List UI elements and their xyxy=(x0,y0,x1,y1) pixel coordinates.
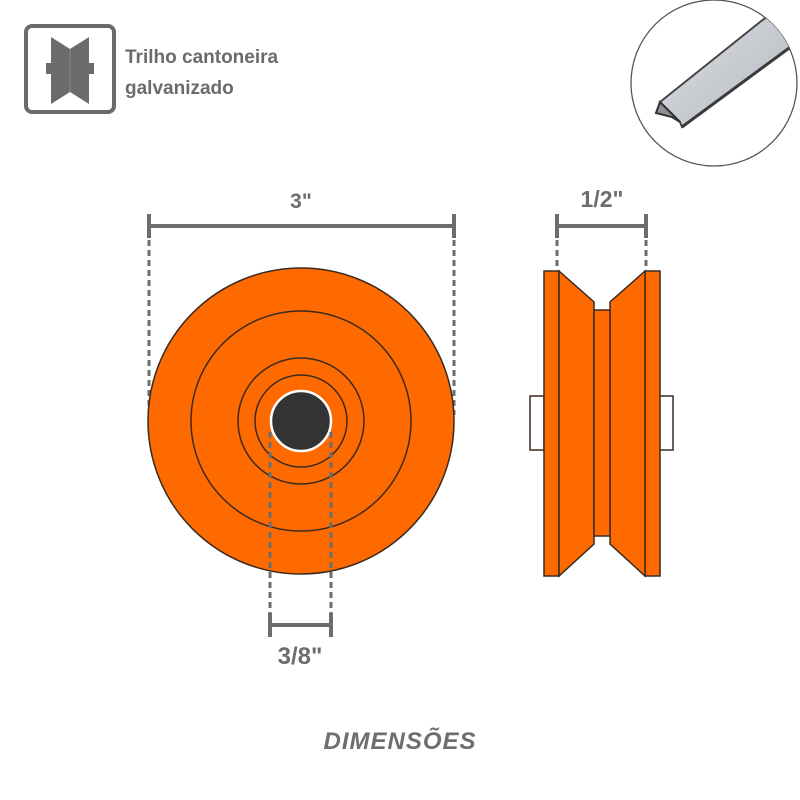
legend-line-2: galvanizado xyxy=(125,78,234,99)
galvanized-angle-rail-photo xyxy=(630,0,798,167)
legend-label: Trilho cantoneira galvanizado xyxy=(125,42,278,104)
width-dimension xyxy=(555,214,648,270)
legend-line-1: Trilho cantoneira xyxy=(125,47,279,68)
wheel-side-view xyxy=(529,269,674,578)
outer-diameter-label: 3" xyxy=(290,190,312,213)
wheel-front-view xyxy=(147,267,455,575)
footer-title: DIMENSÕES xyxy=(323,728,477,755)
bore-diameter-label: 3/8" xyxy=(277,643,323,670)
v-groove-rail-icon xyxy=(24,24,116,114)
outer-diameter-dimension xyxy=(147,214,456,415)
width-label: 1/2" xyxy=(580,186,624,212)
bore-diameter-dimension xyxy=(268,432,333,637)
